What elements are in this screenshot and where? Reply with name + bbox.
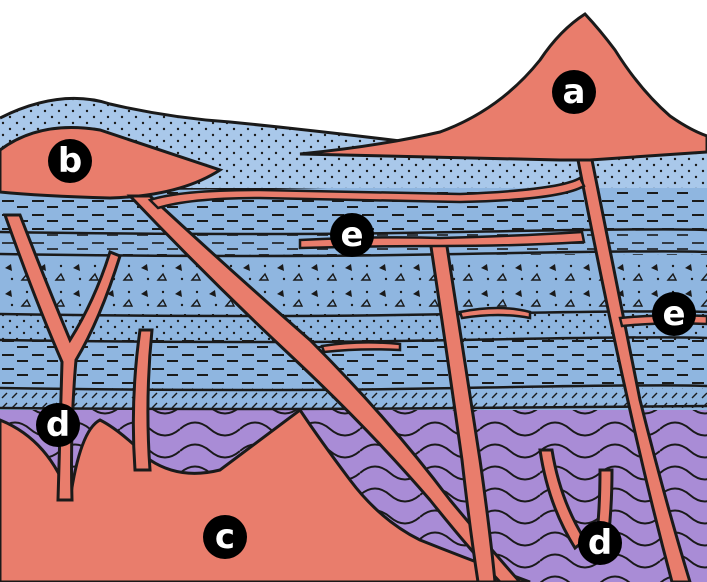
label-d-right: d [578,521,622,565]
label-b-text: b [58,141,82,181]
label-e-right-text: e [662,294,685,334]
label-c-text: c [215,517,235,557]
label-a-text: a [563,72,586,112]
label-a: a [552,70,596,114]
label-d-left: d [36,403,80,447]
label-e-middle-text: e [340,215,363,255]
label-d-right-text: d [588,523,612,563]
label-c: c [203,515,247,559]
label-d-left-text: d [46,405,70,445]
label-b: b [48,139,92,183]
label-e-right: e [652,292,696,336]
label-e-middle: e [330,213,374,257]
